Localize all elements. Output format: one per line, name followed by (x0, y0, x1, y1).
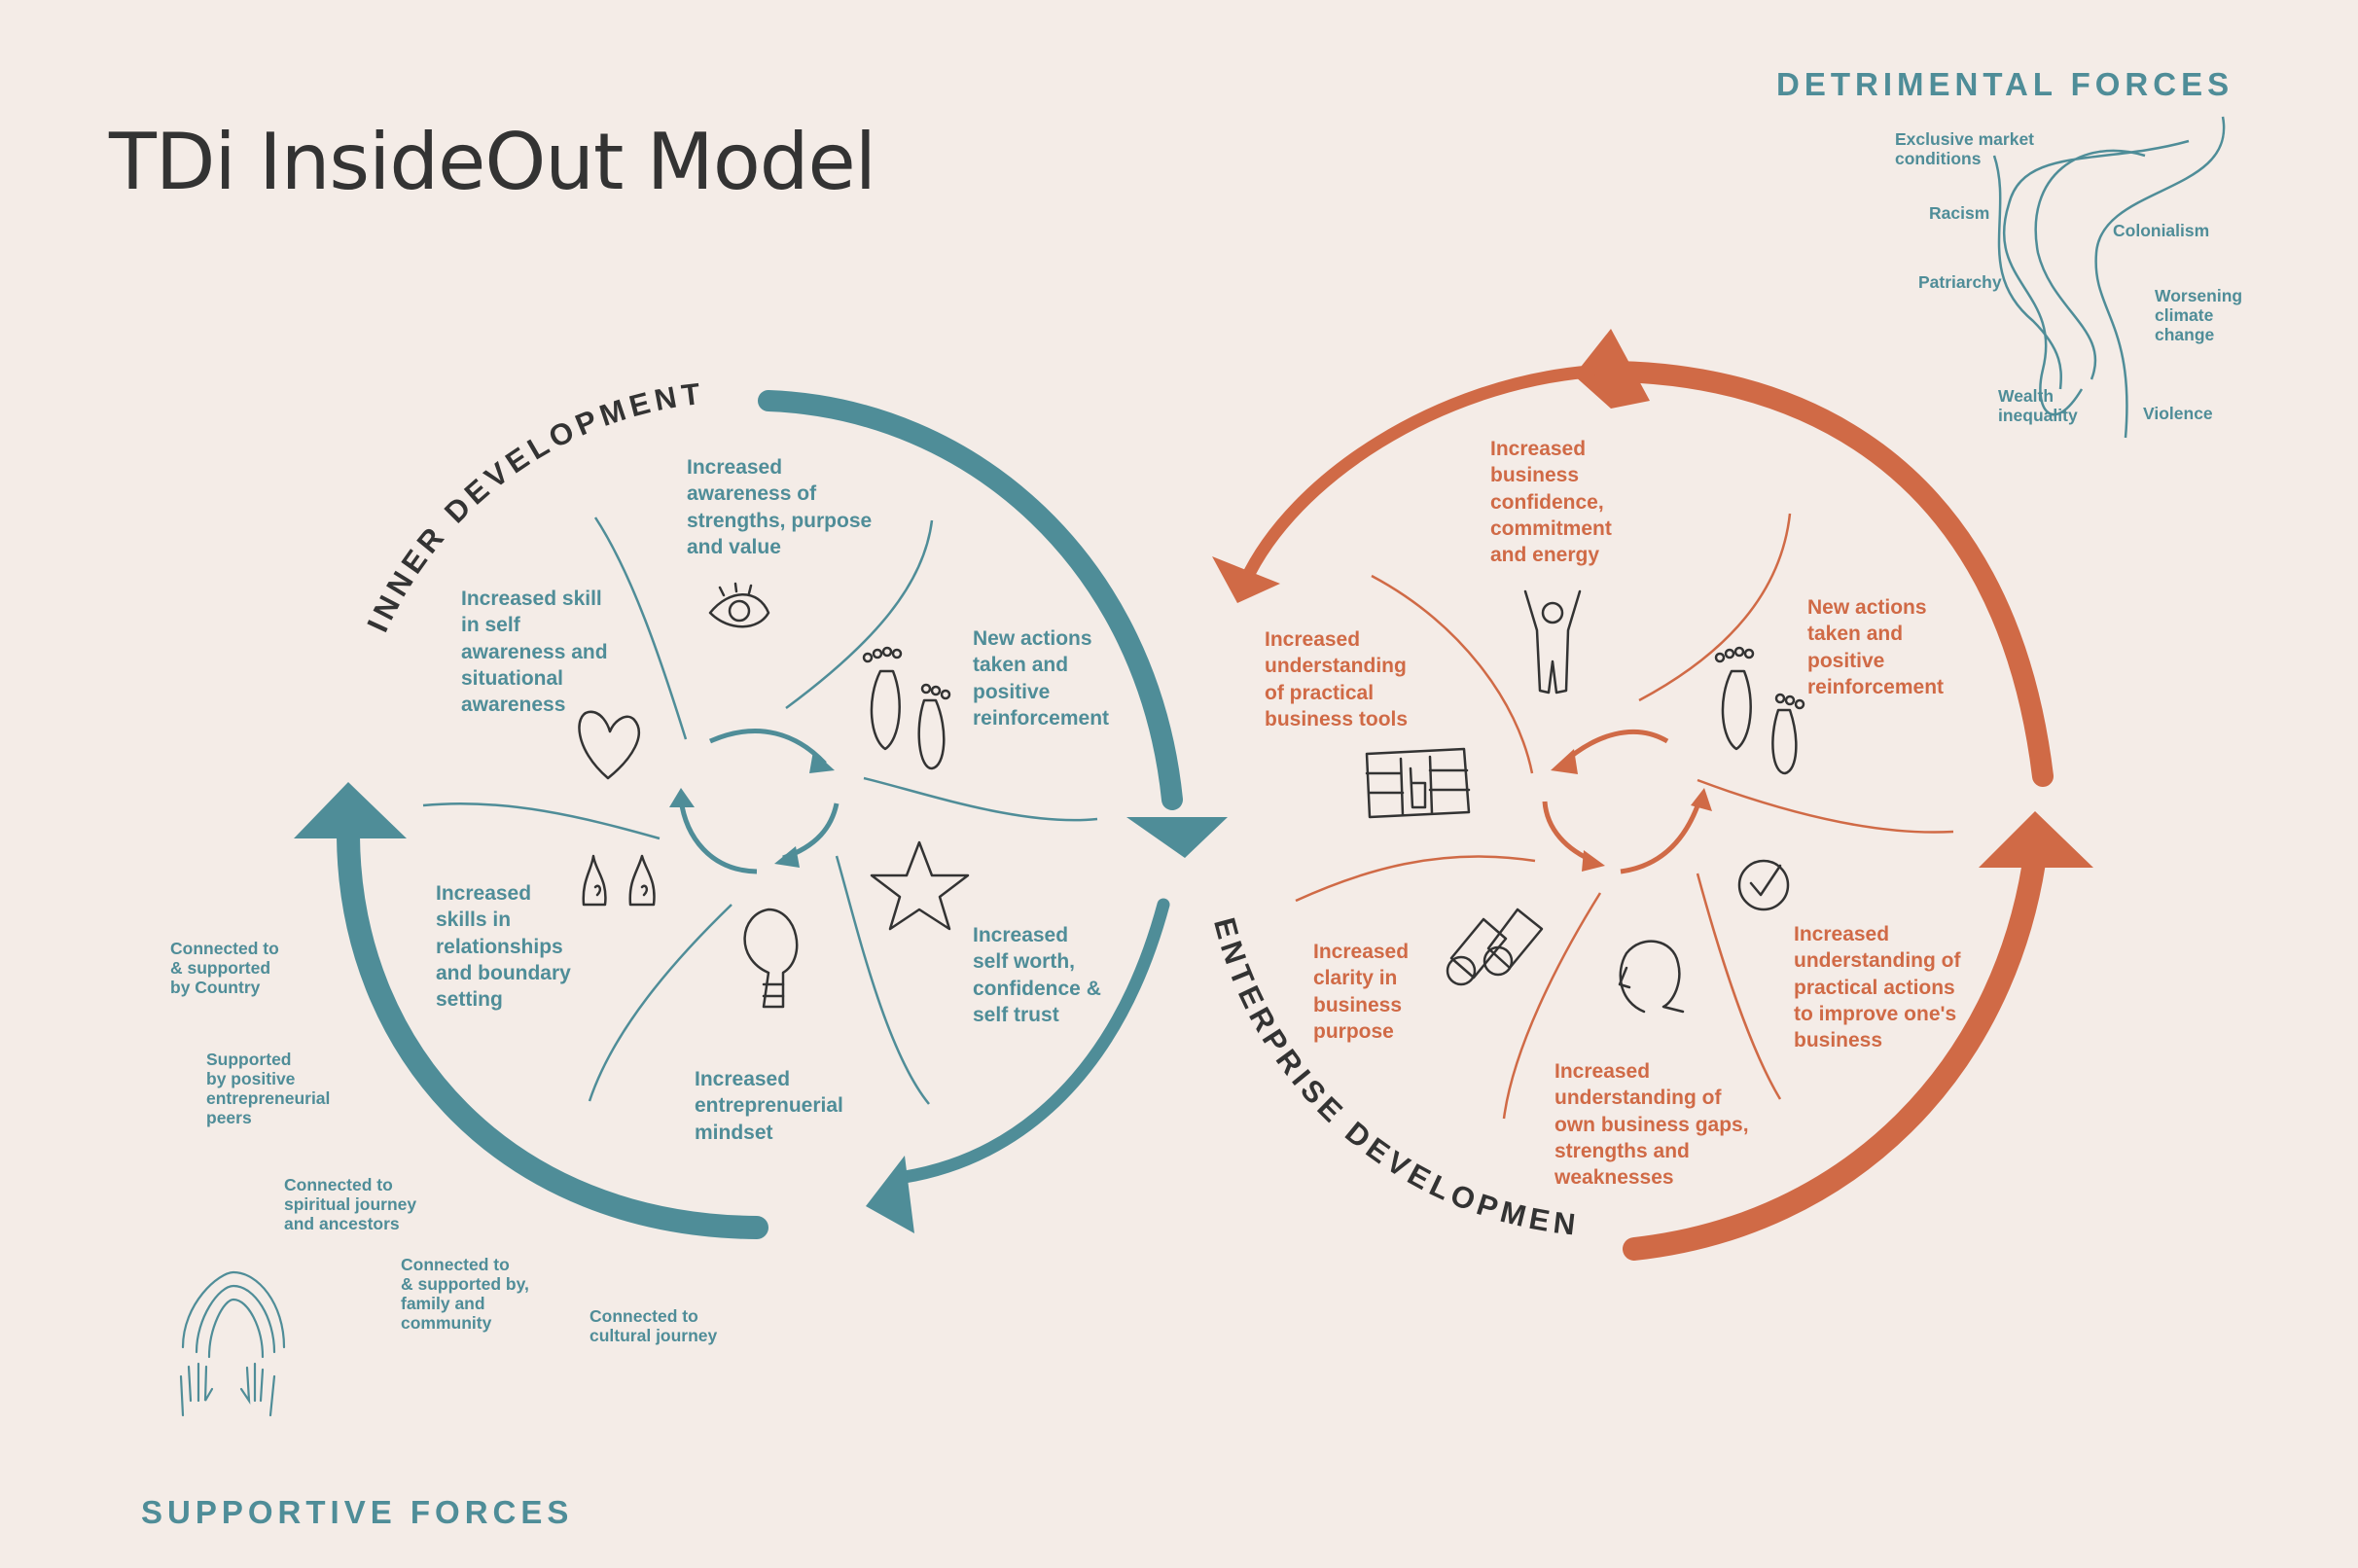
supportive-peers: Supported by positive entrepreneurial pe… (206, 1050, 331, 1128)
enterprise-development-cycle (1212, 329, 2093, 1261)
detrimental-colonialism: Colonialism (2113, 221, 2210, 240)
toolbox-icon (1365, 747, 1471, 819)
detrimental-patriarchy: Patriarchy (1918, 272, 2002, 292)
inner-arrow-top-right (758, 390, 1183, 810)
supportive-forces-heading: SUPPORTIVE FORCES (141, 1494, 574, 1530)
enterprise-arrow-bottom-right-head (1979, 811, 2093, 868)
enterprise-arrow-left (1238, 365, 1596, 588)
enterprise-item-new-actions: New actions taken and positive reinforce… (1807, 596, 1945, 698)
detrimental-racism: Racism (1929, 203, 1990, 223)
enterprise-arrow-left-head (1212, 556, 1280, 603)
detrimental-wealth-inequality: Wealth inequality (1998, 386, 2078, 426)
enterprise-arrow-top-head (1574, 329, 1650, 409)
detrimental-forces-heading: DETRIMENTAL FORCES (1776, 66, 2234, 102)
bells-icon (582, 854, 656, 907)
detrimental-forces-lines (1992, 116, 2226, 439)
inner-item-entrepreneurial-mindset: Increased entreprenuerial mindset (695, 1068, 843, 1144)
eye-icon (708, 582, 770, 628)
inner-item-self-worth: Increased self worth, confidence & self … (973, 924, 1101, 1026)
inner-arrow-left (337, 825, 768, 1239)
inner-arrow-top-right-head (1126, 817, 1228, 858)
footprints-icon (1714, 646, 1805, 775)
inner-development-cycle (294, 390, 1228, 1239)
inner-arrow-bottom (898, 898, 1170, 1184)
enterprise-arrow-bottom-right (1623, 844, 2047, 1261)
star-icon (870, 840, 970, 931)
inner-arrow-bottom-head (866, 1156, 914, 1233)
supportive-cultural-journey: Connected to cultural journey (590, 1306, 718, 1346)
footprints-icon (862, 646, 951, 770)
supportive-spiritual-journey: Connected to spiritual journey and ances… (284, 1175, 417, 1234)
detrimental-exclusive-market: Exclusive market conditions (1895, 129, 2035, 169)
person-arms-up-icon (1523, 589, 1582, 695)
enterprise-item-practical-actions: Increased understanding of practical act… (1794, 923, 1961, 1052)
inner-item-relationships: Increased skills in relationships and bo… (436, 882, 571, 1012)
binoculars-icon (1446, 908, 1544, 986)
heart-icon (578, 710, 640, 780)
supportive-country: Connected to & supported by Country (170, 939, 279, 998)
enterprise-item-business-tools: Increased understanding of practical bus… (1265, 628, 1409, 731)
face-profile-icon (1618, 940, 1685, 1014)
inner-item-awareness: Increased awareness of strengths, purpos… (687, 456, 873, 558)
enterprise-item-business-purpose: Increased clarity in business purpose (1313, 941, 1410, 1043)
enterprise-item-business-confidence: Increased business confidence, commitmen… (1490, 438, 1612, 567)
page-title: TDi InsideOut Model (109, 117, 876, 207)
checkmark-icon (1737, 859, 1790, 911)
supportive-family-community: Connected to & supported by, family and … (401, 1255, 529, 1334)
enterprise-arrow-top (1581, 360, 2054, 787)
lightbulb-icon (743, 908, 799, 1009)
enterprise-item-business-gaps: Increased understanding of own business … (1554, 1060, 1749, 1190)
inner-item-self-awareness: Increased skill in self awareness and si… (461, 588, 608, 717)
inner-item-new-actions: New actions taken and positive reinforce… (973, 627, 1110, 730)
rainbow-hands-icon (179, 1270, 286, 1417)
inner-arrow-left-head (294, 782, 407, 838)
detrimental-violence: Violence (2143, 404, 2213, 423)
detrimental-climate-change: Worsening climate change (2155, 286, 2243, 345)
